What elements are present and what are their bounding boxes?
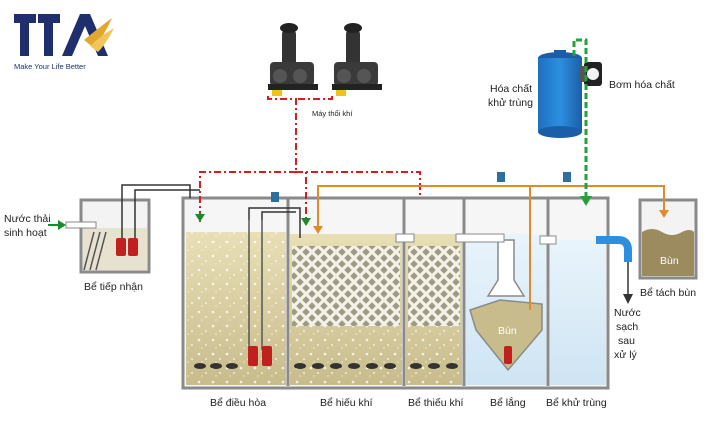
outlet-label-3: sau [618, 335, 635, 347]
valve-eq [271, 192, 279, 202]
air-arrow-eq [195, 214, 205, 222]
overflow-pipe-2 [455, 233, 505, 243]
valve-disinfect-1 [497, 172, 505, 182]
brand-tagline: Make Your Life Better [14, 62, 86, 71]
air-blower-right [332, 23, 382, 96]
tank-label-equalization: Bể điều hòa [210, 397, 266, 409]
chemical-arrow [580, 196, 592, 206]
tank-label-receiving: Bể tiếp nhận [84, 281, 143, 293]
tank-label-aerobic: Bể hiếu khí [320, 397, 373, 409]
tank-anoxic [406, 234, 462, 385]
chemical-drum [538, 50, 582, 138]
return-arrow-aero [313, 226, 323, 234]
overflow-pipe-3 [539, 235, 557, 245]
tank-aerobic [290, 234, 402, 385]
blower-label: Máy thổi khí [312, 109, 353, 118]
inlet-label-2: sinh hoạt [4, 227, 47, 239]
air-blower-left [268, 23, 318, 96]
outlet-pipe [596, 236, 633, 304]
chemical-label-2: khử trùng [488, 97, 533, 109]
diffusers [194, 363, 458, 369]
transfer-lines [121, 184, 301, 238]
outlet-label-2: sạch [616, 321, 638, 333]
tank-label-disinfection: Bể khử trùng [546, 397, 607, 409]
inlet-pipe [48, 220, 97, 230]
tank-settling [466, 234, 546, 385]
tank-receiving [79, 198, 151, 274]
air-arrow-aero [301, 218, 311, 226]
sludge-settler-label: Bùn [498, 325, 517, 337]
overflow-pipe-1 [395, 233, 415, 243]
chemical-pump-label: Bơm hóa chất [609, 79, 675, 91]
tank-sludge [638, 198, 698, 280]
brand-logo [14, 14, 114, 56]
tank-equalization [186, 220, 286, 385]
sludge-top-label: Bùn [660, 255, 679, 267]
chemical-dosing-line [572, 38, 588, 200]
outlet-label-4: xử lý [614, 349, 638, 361]
tank-label-anoxic: Bể thiếu khí [408, 397, 464, 409]
inlet-label-1: Nước thải [4, 213, 51, 225]
valve-disinfect-2 [563, 172, 571, 182]
air-supply-line [199, 96, 421, 222]
tank-label-sludge: Bể tách bùn [640, 287, 696, 299]
tank-label-settling: Bể lắng [490, 396, 526, 409]
chemical-label-1: Hóa chất [490, 83, 532, 95]
outlet-label-1: Nước [614, 307, 641, 319]
tank-disinfection [550, 240, 606, 385]
return-sludge-line [317, 185, 665, 310]
chemical-pump [580, 62, 602, 86]
return-arrow-sludge [659, 210, 669, 218]
